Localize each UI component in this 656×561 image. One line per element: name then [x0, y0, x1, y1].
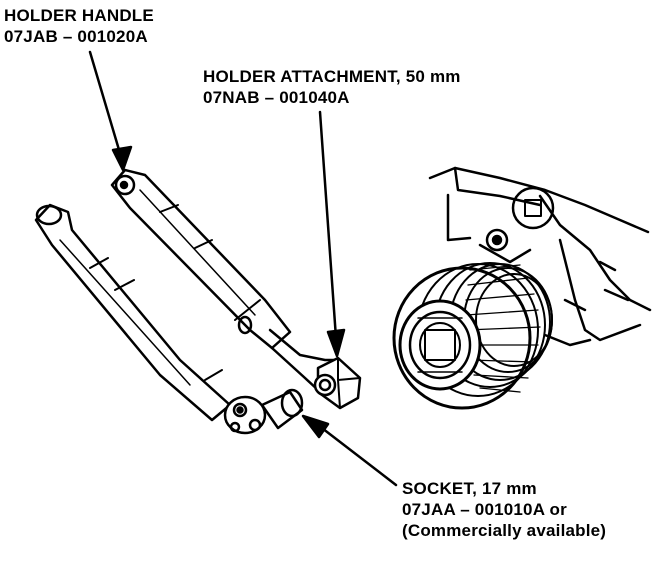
socket-bar-tool	[34, 203, 304, 435]
holder-attachment-name: HOLDER ATTACHMENT, 50 mm	[203, 67, 461, 86]
socket-note: (Commercially available)	[402, 521, 607, 540]
crankshaft-pulley	[392, 262, 553, 410]
socket-part-number: 07JAA – 001010A or	[402, 500, 567, 519]
engine-block	[428, 166, 652, 347]
holder-handle-label: HOLDER HANDLE 07JAB – 001020A	[4, 5, 154, 47]
holder-handle-tool	[110, 168, 340, 392]
leader-socket	[301, 414, 398, 487]
holder-attachment-label: HOLDER ATTACHMENT, 50 mm 07NAB – 001040A	[203, 66, 461, 108]
holder-handle-name: HOLDER HANDLE	[4, 6, 154, 25]
leader-holder-attachment	[318, 110, 346, 358]
socket-label: SOCKET, 17 mm 07JAA – 001010A or (Commer…	[402, 478, 606, 541]
socket-name: SOCKET, 17 mm	[402, 479, 537, 498]
leader-holder-handle	[88, 50, 133, 172]
holder-handle-part-number: 07JAB – 001020A	[4, 27, 148, 46]
holder-attachment-part-number: 07NAB – 001040A	[203, 88, 350, 107]
holder-attachment-tool	[313, 356, 362, 410]
